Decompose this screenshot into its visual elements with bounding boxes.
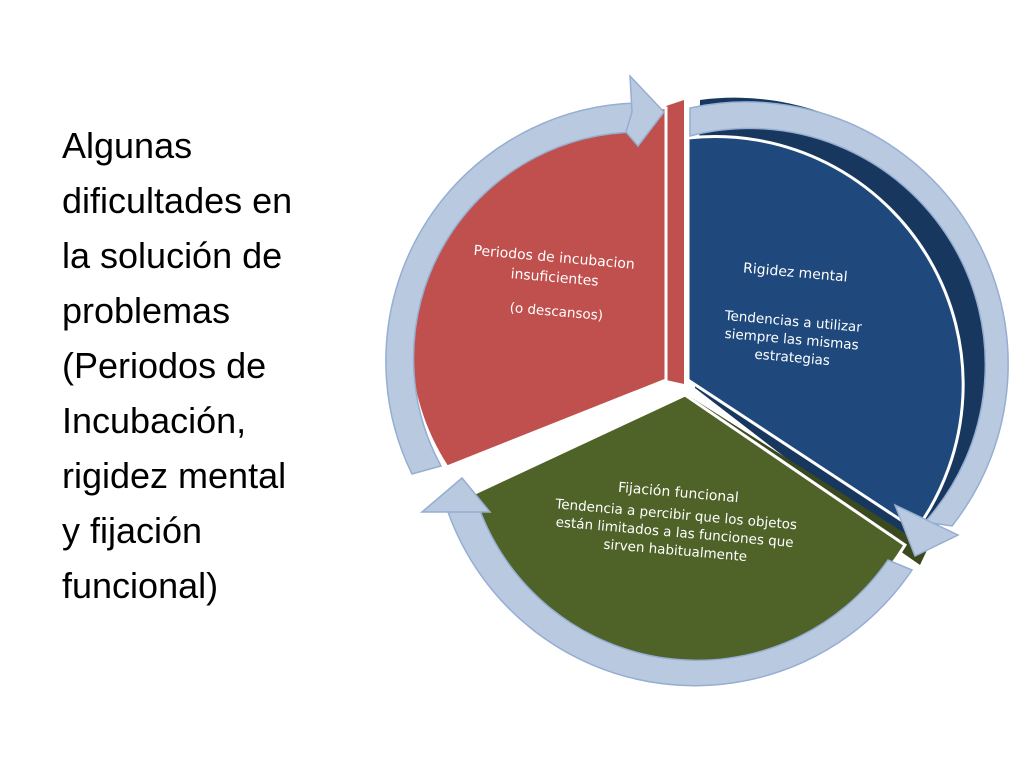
title-line: y fijación xyxy=(62,510,203,551)
cycle-arrows xyxy=(385,73,1009,687)
title-line: Incubación, xyxy=(62,400,247,441)
title-line: rigidez mental xyxy=(62,455,287,496)
incubation-segment-depth xyxy=(666,100,684,384)
incubation-title-line: insuficientes xyxy=(510,266,599,290)
title-line: dificultades en xyxy=(62,180,293,221)
slide-title: Algunas dificultades en la solución de p… xyxy=(62,118,372,613)
arrow-bottom-head xyxy=(419,476,492,513)
title-line: funcional) xyxy=(62,565,219,606)
rigidity-body-line: estrategias xyxy=(754,347,831,370)
title-line: la solución de xyxy=(62,235,283,276)
arrow-right-head xyxy=(893,503,960,558)
incubation-segment xyxy=(407,105,668,469)
arrow-left-head xyxy=(625,73,665,148)
rigidity-segment xyxy=(686,135,965,533)
arrow-left-arc xyxy=(385,102,641,475)
title-line: (Periodos de xyxy=(62,345,267,386)
title-line: Algunas xyxy=(62,125,193,166)
title-line: problemas xyxy=(62,290,231,331)
